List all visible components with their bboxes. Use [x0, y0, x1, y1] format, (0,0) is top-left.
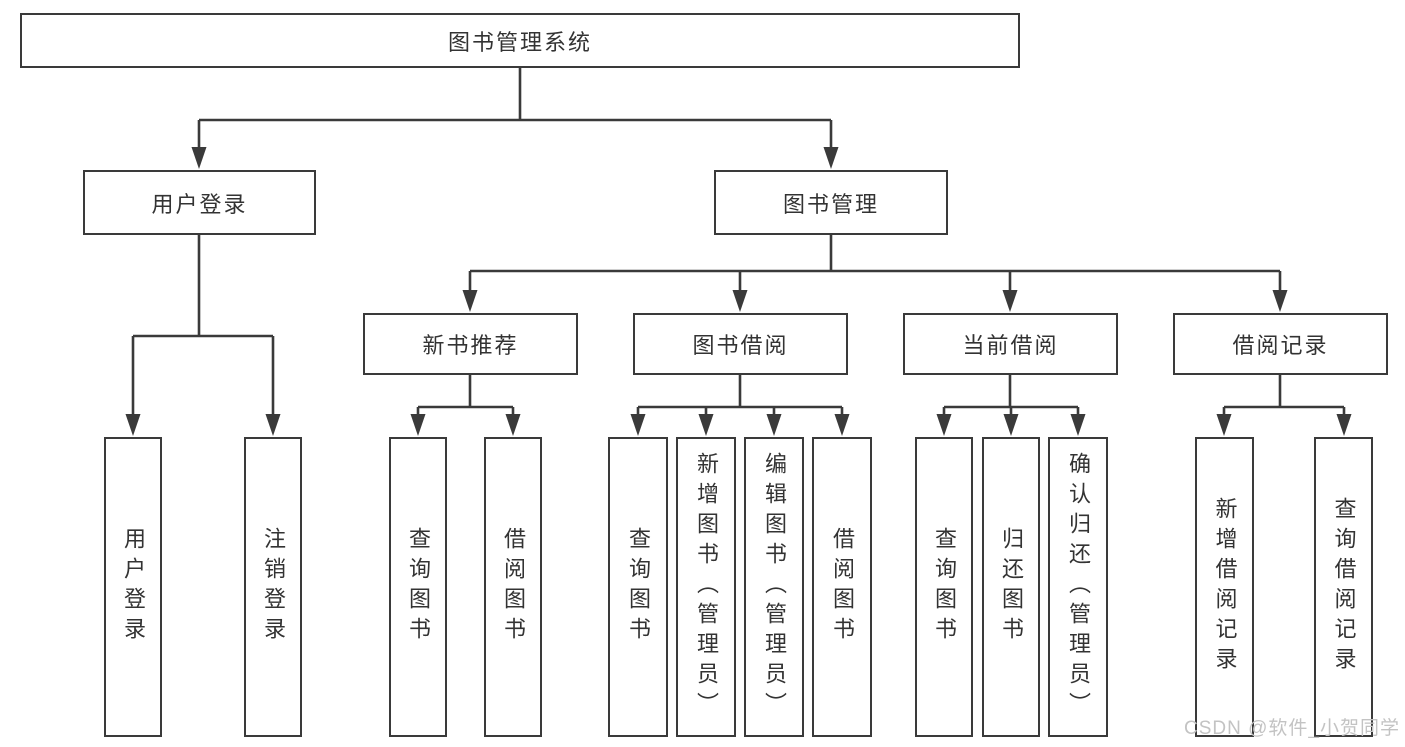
node-new-book-recommend: 新书推荐 — [363, 313, 578, 375]
leaf-cb-return-books: 归还图书 — [982, 437, 1040, 737]
connector-root-to-level2 — [197, 68, 833, 150]
node-book-borrow: 图书借阅 — [633, 313, 848, 375]
leaf-nb-borrow-books: 借阅图书 — [484, 437, 542, 737]
leaf-cb-query-books: 查询图书 — [915, 437, 973, 737]
leaf-bb-query-books: 查询图书 — [608, 437, 668, 737]
node-root: 图书管理系统 — [20, 13, 1020, 68]
leaf-bb-edit-books-admin: 编辑图书（管理员） — [744, 437, 804, 737]
connector-borrow-records-children — [1222, 375, 1346, 417]
connector-book-management-children — [468, 235, 1282, 293]
leaf-cb-confirm-return-admin: 确认归还（管理员） — [1048, 437, 1108, 737]
node-user-login: 用户登录 — [83, 170, 316, 235]
connector-user-login-children — [131, 235, 275, 417]
watermark: CSDN @软件_小贺同学 — [1184, 718, 1400, 739]
leaf-bb-add-books-admin: 新增图书（管理员） — [676, 437, 736, 737]
node-current-borrow: 当前借阅 — [903, 313, 1118, 375]
leaf-br-query-record: 查询借阅记录 — [1314, 437, 1373, 737]
node-borrow-records: 借阅记录 — [1173, 313, 1388, 375]
leaf-br-add-record: 新增借阅记录 — [1195, 437, 1254, 737]
leaf-logout: 注销登录 — [244, 437, 302, 737]
connector-book-borrow-children — [636, 375, 844, 417]
connector-new-book-children — [416, 375, 515, 417]
connector-current-borrow-children — [942, 375, 1080, 417]
leaf-bb-borrow-books: 借阅图书 — [812, 437, 872, 737]
leaf-nb-query-books: 查询图书 — [389, 437, 447, 737]
leaf-user-login: 用户登录 — [104, 437, 162, 737]
node-book-management: 图书管理 — [714, 170, 948, 235]
